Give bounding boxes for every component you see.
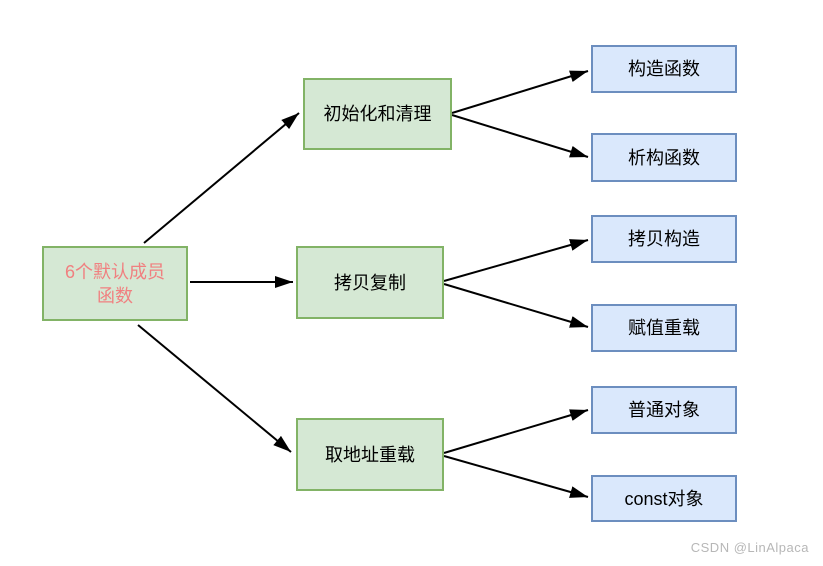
arrow-init-to-dtor — [451, 114, 589, 158]
node-leaf-copy-constructor: 拷贝构造 — [591, 215, 737, 263]
node-leaf-const-object-label: const对象 — [624, 488, 704, 509]
node-branch-copy: 拷贝复制 — [296, 246, 444, 319]
arrow-copy-to-copyctor — [443, 239, 589, 282]
arrow-root-to-addr — [137, 324, 292, 453]
node-leaf-constructor: 构造函数 — [591, 45, 737, 93]
node-leaf-assignment-overload-label: 赋值重载 — [628, 318, 700, 338]
csdn-watermark: CSDN @LinAlpaca — [690, 540, 809, 555]
node-leaf-destructor-label: 析构函数 — [628, 147, 700, 168]
node-leaf-copy-constructor-label: 拷贝构造 — [628, 229, 700, 249]
node-leaf-destructor: 析构函数 — [591, 133, 737, 182]
node-branch-init-cleanup: 初始化和清理 — [303, 78, 452, 150]
node-root-label-line1: 6个默认成员 — [64, 261, 165, 282]
arrow-init-to-ctor — [451, 70, 589, 114]
node-branch-address-overload-label: 取地址重载 — [325, 444, 415, 465]
node-leaf-normal-object-label: 普通对象 — [628, 400, 700, 420]
arrow-addr-to-normalobj — [443, 409, 589, 454]
arrow-addr-to-constobj — [443, 455, 589, 498]
node-leaf-assignment-overload: 赋值重载 — [591, 304, 737, 352]
node-leaf-constructor-label: 构造函数 — [628, 59, 700, 79]
node-branch-address-overload: 取地址重载 — [296, 418, 444, 491]
arrow-copy-to-assign — [443, 283, 589, 328]
node-root-default-member-functions: 6个默认成员 函数 — [42, 246, 188, 321]
node-leaf-const-object: const对象 — [591, 475, 737, 522]
arrow-root-to-init — [143, 112, 300, 244]
node-leaf-normal-object: 普通对象 — [591, 386, 737, 434]
node-branch-copy-label: 拷贝复制 — [334, 272, 406, 293]
node-branch-init-cleanup-label: 初始化和清理 — [323, 104, 432, 124]
node-root-label-line2: 函数 — [97, 285, 133, 306]
